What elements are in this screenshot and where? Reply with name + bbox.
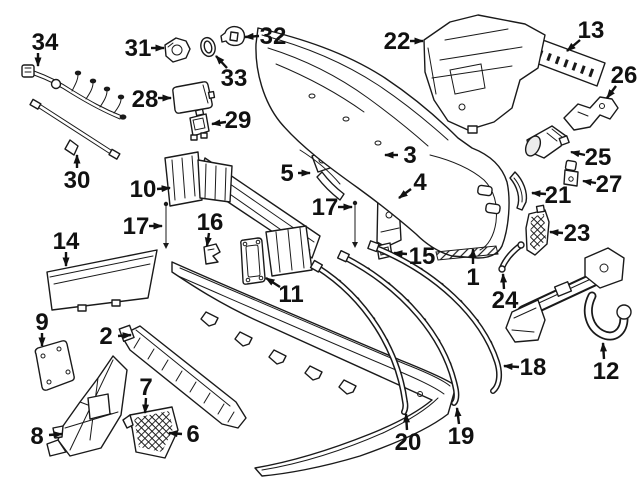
callout-label-21-21: 21 (545, 182, 572, 209)
callout-label-17-16: 17 (123, 213, 150, 240)
part-6-vent-grille (122, 406, 179, 459)
callout-label-7-6: 7 (139, 374, 152, 401)
part-21-blade (509, 171, 528, 211)
callout-arrow-32-32 (244, 32, 260, 40)
part-32-sensor-clip (220, 25, 246, 47)
part-19-trim-strip (336, 249, 460, 406)
callout-arrow-20-20 (403, 413, 411, 431)
part-27-sensor-mount (563, 159, 579, 187)
callout-label-34-34: 34 (32, 29, 59, 56)
part-14-trim-panel (46, 249, 158, 312)
callouts-layer: 1234567891011121314151617171819202122232… (30, 17, 637, 456)
callout-arrow-25-25 (570, 150, 586, 158)
callout-arrow-26-26 (606, 85, 617, 99)
part-30-strip (29, 98, 121, 160)
callout-label-23-23: 23 (564, 220, 591, 247)
callout-label-30-30: 30 (64, 167, 91, 194)
callout-arrow-29-29 (211, 119, 227, 127)
part-29-bracket (189, 108, 210, 141)
callout-label-14-13: 14 (53, 228, 80, 255)
part-22-impact-absorber (423, 14, 546, 134)
callout-arrow-15-14 (393, 250, 408, 258)
part-20-trim-strip (309, 259, 409, 415)
part-9-plate (34, 340, 75, 391)
callout-label-24-24: 24 (492, 287, 519, 314)
callout-label-6-5: 6 (186, 421, 199, 448)
callout-label-16-15: 16 (197, 209, 224, 236)
callout-arrow-21-21 (531, 190, 547, 198)
callout-label-9-8: 9 (35, 309, 48, 336)
part-17-rod-left (163, 201, 169, 249)
callout-arrow-8-7 (48, 431, 63, 439)
part-24-arm (498, 241, 525, 273)
callout-label-4-3: 4 (413, 169, 427, 196)
callout-arrow-23-23 (549, 229, 564, 237)
part-33-sensor-ring (200, 36, 216, 58)
callout-arrow-13-12 (566, 39, 581, 52)
callout-arrow-7-6 (142, 397, 150, 414)
part-16-clip (203, 243, 221, 265)
callout-arrow-4-3 (398, 188, 412, 199)
callout-label-18-18: 18 (520, 354, 547, 381)
callout-arrow-19-19 (454, 407, 462, 425)
callout-label-1-0: 1 (466, 264, 479, 291)
callout-label-5-4: 5 (280, 160, 293, 187)
part-23-flap (525, 204, 550, 256)
callout-label-26-26: 26 (611, 62, 638, 89)
callout-arrow-12-11 (600, 342, 608, 360)
part-11-plate (240, 237, 266, 285)
callout-arrow-16-15 (204, 232, 212, 247)
callout-arrow-24-24 (500, 273, 508, 290)
parts-artwork (21, 14, 632, 477)
callout-label-15-14: 15 (409, 243, 436, 270)
callout-label-8-7: 8 (30, 423, 43, 450)
callout-label-29-29: 29 (225, 107, 252, 134)
callout-label-28-28: 28 (132, 86, 159, 113)
part-25-connector (524, 125, 570, 159)
part-1-bumper-cover (255, 27, 510, 261)
callout-label-11-10: 11 (278, 281, 303, 308)
callout-label-33-33: 33 (221, 65, 248, 92)
callout-arrow-2-1 (117, 332, 132, 340)
callout-label-17-17: 17 (312, 194, 339, 221)
callout-arrow-33-33 (215, 55, 228, 69)
callout-label-31-31: 31 (125, 35, 152, 62)
part-18-trim-strip (367, 240, 503, 394)
callout-label-13-12: 13 (578, 17, 605, 44)
callout-label-25-25: 25 (585, 144, 612, 171)
callout-label-2-1: 2 (99, 323, 112, 350)
callout-label-20-20: 20 (395, 429, 422, 456)
callout-label-19-19: 19 (448, 423, 475, 450)
callout-arrow-27-27 (582, 178, 597, 186)
part-26-bracket (563, 96, 619, 131)
part-10-reinforcement (164, 151, 321, 277)
callout-label-22-22: 22 (384, 28, 411, 55)
callout-arrow-6-5 (168, 430, 183, 438)
callout-label-27-27: 27 (596, 171, 623, 198)
callout-label-32-32: 32 (260, 23, 287, 50)
part-12-trailer-hitch (505, 247, 632, 343)
callout-arrow-11-10 (265, 276, 281, 289)
part-31-parking-sensor (164, 37, 191, 63)
part-17-rod-right (352, 200, 358, 248)
callout-label-10-9: 10 (130, 176, 157, 203)
callout-arrow-10-9 (156, 185, 171, 193)
callout-label-3-2: 3 (403, 142, 416, 169)
callout-label-12-11: 12 (593, 358, 620, 385)
callout-arrow-18-18 (503, 363, 520, 371)
part-34-wiring-harness (21, 64, 127, 120)
part-2-energy-absorber (118, 324, 247, 429)
part-28-control-module (172, 81, 216, 114)
